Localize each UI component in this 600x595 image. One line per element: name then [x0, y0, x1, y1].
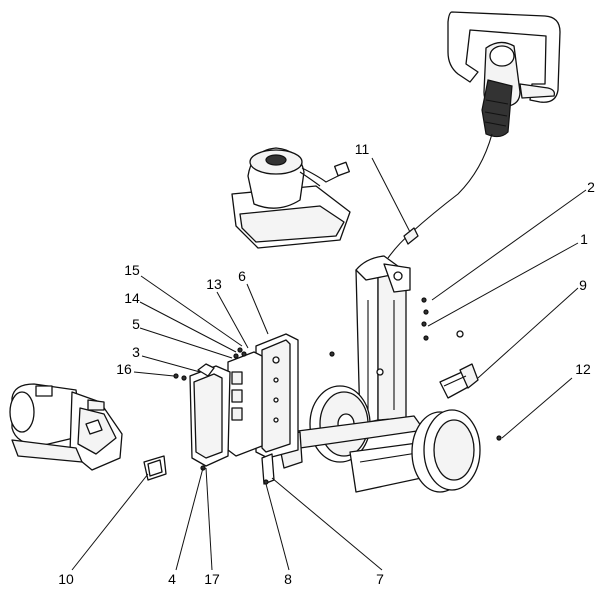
callout-8: 8 — [284, 571, 292, 587]
handle-grip — [447, 11, 561, 138]
callout-11: 11 — [355, 141, 370, 157]
callout-5: 5 — [132, 316, 140, 332]
callout-1: 1 — [580, 231, 588, 247]
callout-10: 10 — [58, 571, 74, 587]
callout-3: 3 — [132, 344, 140, 360]
callout-6: 6 — [238, 268, 246, 284]
callout-4: 4 — [168, 571, 176, 587]
switch-panel — [227, 347, 263, 457]
callout-15: 15 — [124, 262, 140, 278]
switch-clip — [143, 455, 167, 481]
callout-17: 17 — [204, 571, 220, 587]
control-bracket — [255, 333, 299, 459]
callout-16: 16 — [116, 361, 132, 377]
small-bracket — [200, 453, 275, 485]
leader-lines — [71, 157, 587, 571]
cable-clamp — [403, 227, 419, 245]
hose-fitting — [439, 363, 479, 399]
frame-column — [355, 255, 411, 425]
column-bolts — [329, 297, 464, 357]
callout-2: 2 — [587, 179, 595, 195]
callout-7: 7 — [376, 571, 384, 587]
control-cover — [173, 363, 231, 467]
wheel-bolt — [496, 435, 502, 441]
callout-12: 12 — [575, 361, 591, 377]
callout-14: 14 — [124, 290, 140, 306]
callout-13: 13 — [206, 276, 222, 292]
callout-9: 9 — [579, 277, 587, 293]
pump-motor-assembly — [231, 147, 351, 249]
control-cable — [387, 133, 493, 259]
electric-motor — [9, 383, 123, 471]
callout-labels: 1 2 3 4 5 6 7 8 9 10 11 12 13 14 15 16 1… — [58, 141, 595, 587]
right-wheel — [411, 409, 481, 493]
